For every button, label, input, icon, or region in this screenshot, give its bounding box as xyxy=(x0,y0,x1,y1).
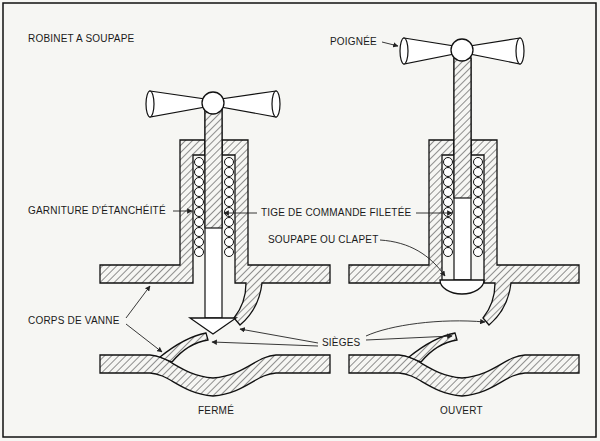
leader-lines xyxy=(126,42,485,352)
part-label: TIGE DE COMMANDE FILETÉE xyxy=(261,207,411,219)
part-label: CORPS DE VANNE xyxy=(28,315,120,327)
part-label: FERMÉ xyxy=(198,405,234,417)
part-label: POIGNÉE xyxy=(330,36,377,48)
diagram-title: ROBINET A SOUPAPE xyxy=(28,33,134,45)
part-label: SOUPAPE OU CLAPET xyxy=(268,234,378,246)
part-label: GARNITURE D'ÉTANCHÉITÉ xyxy=(28,205,166,217)
part-label: SIÈGES xyxy=(322,337,360,349)
part-label: OUVERT xyxy=(440,405,483,417)
